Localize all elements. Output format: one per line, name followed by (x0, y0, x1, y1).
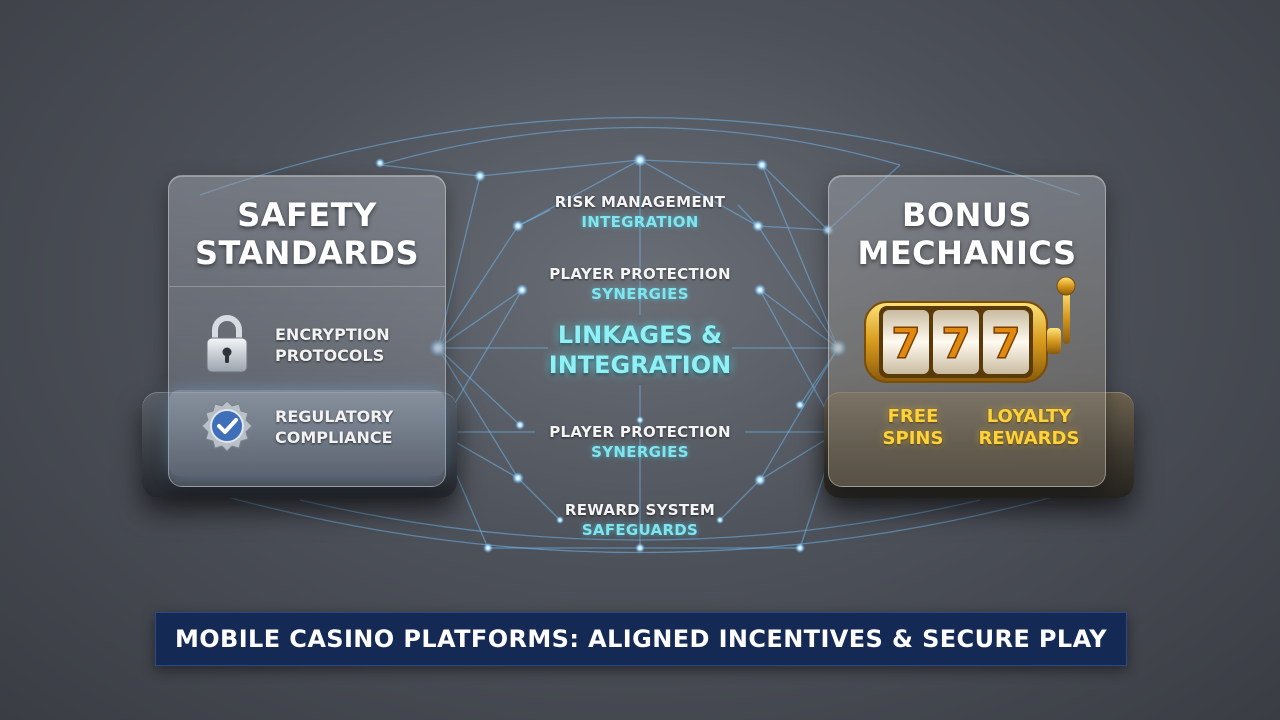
link-label-risk-management: RISK MANAGEMENT INTEGRATION (520, 192, 760, 232)
label-line: REWARDS (978, 428, 1080, 449)
title-line: BONUS (902, 196, 1032, 234)
slot-machine-icon: 7 7 7 (859, 276, 1089, 388)
free-spins-label: FREE SPINS (873, 406, 953, 450)
label-line: REGULATORY (275, 407, 394, 426)
link-label-bottom: SAFEGUARDS (581, 521, 699, 539)
panel-title: BONUS MECHANICS (829, 196, 1105, 272)
encryption-protocols-label: ENCRYPTION PROTOCOLS (275, 324, 390, 366)
node (515, 420, 525, 430)
reel-symbol: 7 (941, 319, 970, 368)
title-line: SAFETY (237, 196, 377, 234)
arc-upper-2 (379, 126, 901, 166)
label-line: SPINS (882, 428, 944, 449)
divider (169, 286, 445, 287)
label-line: LOYALTY (986, 406, 1072, 427)
link-label-player-protection-lower: PLAYER PROTECTION SYNERGIES (520, 422, 760, 462)
link-label-player-protection-upper: PLAYER PROTECTION SYNERGIES (520, 264, 760, 304)
verified-badge-icon (201, 400, 253, 452)
link-label-bottom: SYNERGIES (591, 285, 689, 303)
label-line: PROTOCOLS (275, 346, 385, 365)
safety-standards-panel: SAFETY STANDARDS ENCRYPTION PROTOCOLS (168, 175, 446, 487)
caption-text: MOBILE CASINO PLATFORMS: ALIGNED INCENTI… (174, 625, 1108, 653)
node (752, 220, 764, 232)
node (483, 543, 493, 553)
node (516, 284, 528, 296)
linkages-integration-heading: LINKAGES & INTEGRATION (490, 320, 790, 380)
node (636, 416, 644, 424)
node (556, 516, 564, 524)
link-label-bottom: SYNERGIES (591, 443, 689, 461)
node (795, 400, 805, 410)
bonus-mechanics-panel: BONUS MECHANICS 7 7 7 (828, 175, 1106, 487)
reel-symbol: 7 (991, 319, 1020, 368)
node (756, 159, 768, 171)
link-label-bottom: INTEGRATION (581, 213, 699, 231)
panel-title: SAFETY STANDARDS (169, 196, 445, 272)
label-line: FREE (887, 406, 939, 427)
padlock-icon (203, 312, 251, 374)
link-label-top: PLAYER PROTECTION (549, 423, 731, 441)
caption-banner: MOBILE CASINO PLATFORMS: ALIGNED INCENTI… (155, 612, 1127, 666)
node (512, 472, 524, 484)
node (512, 220, 524, 232)
link-label-top: RISK MANAGEMENT (554, 193, 726, 211)
node (754, 284, 766, 296)
node (754, 474, 766, 486)
title-line: STANDARDS (194, 234, 419, 272)
node (375, 158, 385, 168)
regulatory-compliance-label: REGULATORY COMPLIANCE (275, 406, 393, 448)
node (635, 543, 645, 553)
label-line: ENCRYPTION (275, 325, 390, 344)
link-label-reward-system: REWARD SYSTEM SAFEGUARDS (520, 500, 760, 540)
link-label-top: REWARD SYSTEM (564, 501, 716, 519)
node (474, 170, 486, 182)
link-label-top: PLAYER PROTECTION (549, 265, 731, 283)
heading-line: LINKAGES & (557, 321, 723, 349)
heading-line: INTEGRATION (548, 351, 732, 379)
loyalty-rewards-label: LOYALTY REWARDS (969, 406, 1089, 450)
arc-upper (199, 116, 1081, 196)
title-line: MECHANICS (857, 234, 1077, 272)
reel-symbol: 7 (891, 319, 920, 368)
node (633, 153, 647, 167)
node (716, 516, 724, 524)
node (795, 543, 805, 553)
label-line: COMPLIANCE (275, 428, 393, 447)
